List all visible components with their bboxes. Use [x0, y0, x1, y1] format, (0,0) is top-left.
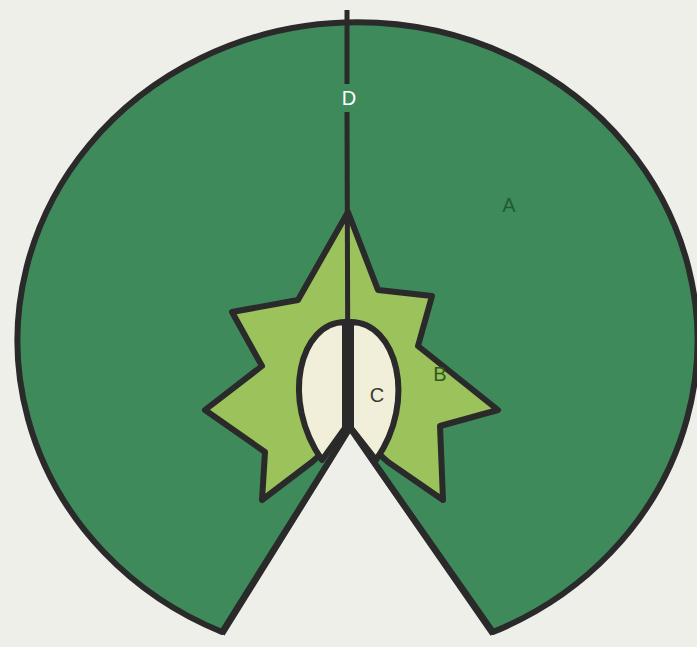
part-letter: A — [502, 195, 515, 215]
leaf-notch — [226, 431, 490, 647]
part-letter: D — [342, 88, 356, 108]
notch-edge — [222, 428, 493, 634]
midrib-line — [345, 10, 350, 84]
part-letter: C — [370, 385, 384, 405]
inner-lens-left — [299, 322, 345, 460]
midrib-line — [347, 112, 348, 428]
part-letter: B — [433, 364, 446, 384]
